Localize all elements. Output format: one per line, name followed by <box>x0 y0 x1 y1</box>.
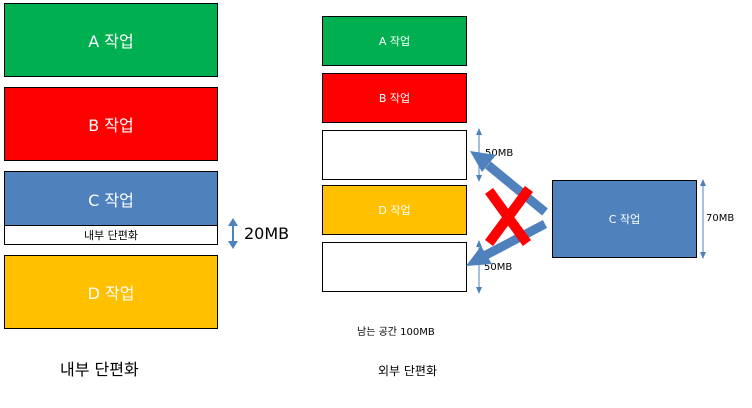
external-task-a-block: A 작업 <box>322 16 467 66</box>
incoming-task-c-block: C 작업 <box>552 180 697 258</box>
free-top-size-label: 50MB <box>485 148 514 159</box>
move-down-arrow <box>466 220 548 266</box>
internal-task-c-block: C 작업 <box>4 171 218 225</box>
external-free-bottom-block <box>322 242 467 292</box>
internal-task-b-label: B 작업 <box>88 116 134 135</box>
incoming-task-c-label: C 작업 <box>608 213 641 226</box>
internal-fragment-size: 20MB <box>244 224 290 243</box>
external-free-top-block <box>322 130 467 180</box>
remaining-space-label: 남는 공간 100MB <box>357 327 435 338</box>
internal-task-a-block: A 작업 <box>4 3 218 77</box>
internal-task-b-block: B 작업 <box>4 87 218 161</box>
internal-fragment-label: 내부 단편화 <box>83 229 139 242</box>
not-possible-cross-icon <box>485 186 533 246</box>
incoming-dimension-arrow <box>700 179 706 259</box>
external-task-d-label: D 작업 <box>378 204 411 217</box>
internal-task-a-label: A 작업 <box>88 32 134 51</box>
fragment-size-double-arrow <box>228 218 238 249</box>
internal-fragment-block: 내부 단편화 <box>4 225 218 245</box>
external-caption: 외부 단편화 <box>378 364 438 378</box>
free-bottom-size-label: 50MB <box>484 262 513 273</box>
external-task-b-label: B 작업 <box>378 92 411 105</box>
internal-task-d-block: D 작업 <box>4 255 218 329</box>
internal-task-d-label: D 작업 <box>87 284 135 303</box>
incoming-size-label: 70MB <box>706 213 735 224</box>
internal-task-c-label: C 작업 <box>88 190 134 210</box>
external-task-b-block: B 작업 <box>322 73 467 123</box>
external-task-a-label: A 작업 <box>378 35 411 48</box>
external-task-d-block: D 작업 <box>322 185 467 235</box>
internal-caption: 내부 단편화 <box>60 360 139 379</box>
move-up-arrow <box>470 151 548 216</box>
